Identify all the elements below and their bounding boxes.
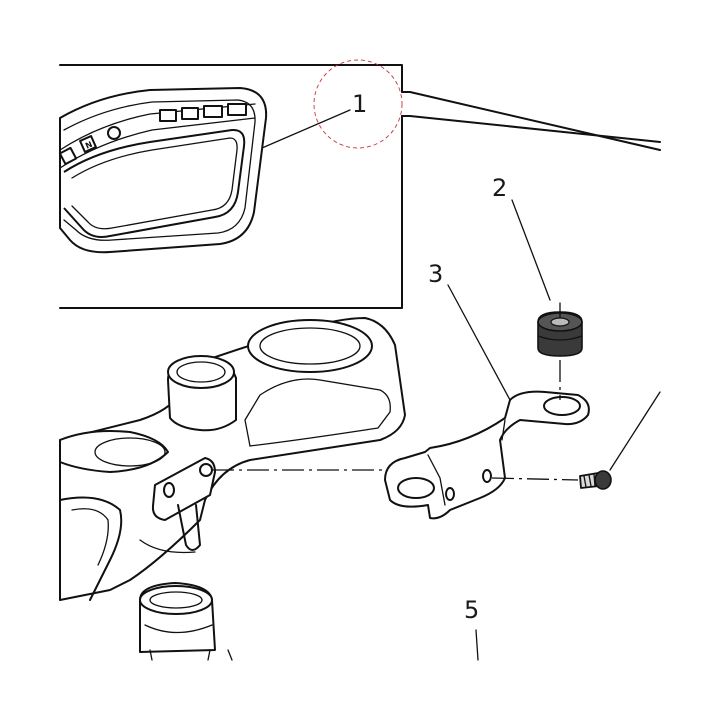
callout-5-leader [475, 629, 479, 661]
mounting-bracket [384, 390, 590, 520]
neutral-indicator-label: N [84, 140, 94, 151]
indicator-strip: N [58, 103, 247, 166]
temp-lamp-icon [227, 103, 247, 116]
callout-3: 3 [428, 260, 443, 288]
callout-2: 2 [492, 174, 507, 202]
callout-1-leader [261, 109, 351, 149]
beam-lamp-icon [181, 107, 199, 120]
fork-top-clamp [59, 317, 406, 661]
screw-leader [609, 391, 661, 471]
rubber-grommet [537, 302, 583, 357]
warning-lamp-icon [107, 126, 121, 140]
callout-5: 5 [464, 596, 479, 624]
callout-2-leader [511, 199, 551, 301]
callout-1: 1 [352, 90, 367, 118]
callout-3-leader [447, 284, 511, 401]
screw [579, 470, 612, 490]
inset-panel: N [58, 59, 661, 309]
highlight-circle [313, 59, 403, 149]
oil-lamp-icon [203, 105, 223, 118]
instrument-cluster: N [58, 87, 268, 254]
fuel-lamp-icon [159, 109, 177, 122]
screw-axis-line [491, 477, 579, 481]
